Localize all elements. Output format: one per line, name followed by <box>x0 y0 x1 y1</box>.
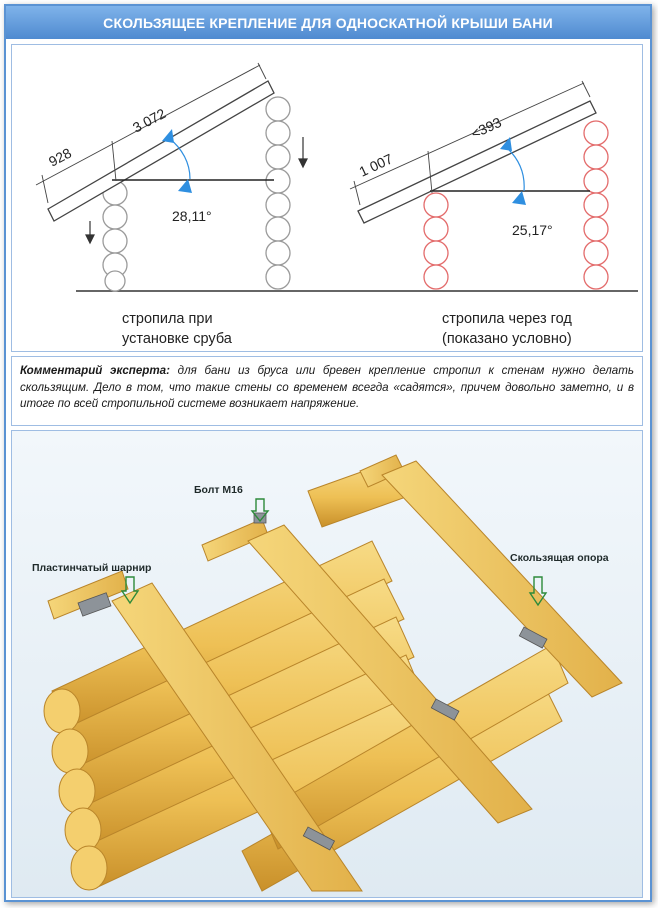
slide-fixing-2 <box>430 698 460 721</box>
right-angle-marker-bottom <box>512 191 526 205</box>
infographic-frame: СКОЛЬЗЯЩЕЕ КРЕПЛЕНИЕ ДЛЯ ОДНОСКАТНОЙ КРЫ… <box>4 4 652 902</box>
left-rafter <box>47 80 275 222</box>
left-caption-line2: установке сруба <box>122 331 233 347</box>
left-angle-value: 28,11° <box>172 208 212 224</box>
plate-hinge-arrow-icon <box>120 576 140 605</box>
right-caption-line1: стропила через год <box>442 311 572 327</box>
rafter-3 <box>381 460 623 698</box>
lower-top-beam <box>47 570 129 620</box>
rafter-illustration: Болт М16 Пластинчатый шарнир Скользящая … <box>32 454 623 892</box>
expert-comment-lead: Комментарий эксперта: <box>20 364 170 377</box>
left-caption-line1: стропила при <box>122 311 213 327</box>
left-angle-marker-top <box>162 129 174 143</box>
right-high-wall <box>583 120 609 290</box>
left-low-wall <box>102 180 128 292</box>
rafter-2 <box>247 524 533 824</box>
rafter-illustration-panel: Болт М16 Пластинчатый шарнир Скользящая … <box>11 430 643 898</box>
right-wall-arrow-down-icon <box>298 137 308 169</box>
right-rafter-dim: <393 <box>469 114 505 142</box>
right-caption-line2: (показано условно) <box>442 331 572 347</box>
left-rafter-dim: 3 072 <box>130 105 169 136</box>
bolt-label: Болт М16 <box>194 484 243 496</box>
left-angle-marker-bottom <box>178 179 192 193</box>
slide-fixing-3 <box>302 826 336 851</box>
right-angle-marker-top <box>500 137 512 151</box>
expert-comment-text: для бани из бруса или бревен крепление с… <box>20 364 634 410</box>
right-angle-value: 25,17° <box>512 222 553 238</box>
sliding-support-label: Скользящая опора <box>510 552 609 564</box>
sliding-support-arrow-icon <box>528 576 548 607</box>
plate-hinge-label: Пластинчатый шарнир <box>32 562 151 574</box>
left-dimension-line <box>35 64 261 186</box>
expert-comment: Комментарий эксперта: для бани из бруса … <box>11 356 643 426</box>
right-overhang-dim: 1 007 <box>357 150 396 179</box>
sliding-support-fixing <box>518 626 548 649</box>
rafter-diagram-panel: 928 3 072 28,11° стропила при установке … <box>11 44 643 352</box>
bolt-arrow-icon <box>250 498 270 523</box>
right-dimension-line <box>349 82 585 190</box>
left-overhang-dim: 928 <box>46 144 74 169</box>
right-low-wall <box>423 192 449 290</box>
right-rafter <box>357 100 597 224</box>
left-arrow-down-icon <box>85 221 95 245</box>
bolt-fixing <box>253 512 267 524</box>
rafter-diagram: 928 3 072 28,11° стропила при установке … <box>35 62 638 347</box>
page-title: СКОЛЬЗЯЩЕЕ КРЕПЛЕНИЕ ДЛЯ ОДНОСКАТНОЙ КРЫ… <box>6 6 650 39</box>
rafter-1 <box>111 582 363 892</box>
plate-hinge-fixing <box>77 592 112 617</box>
left-high-wall <box>265 96 291 290</box>
